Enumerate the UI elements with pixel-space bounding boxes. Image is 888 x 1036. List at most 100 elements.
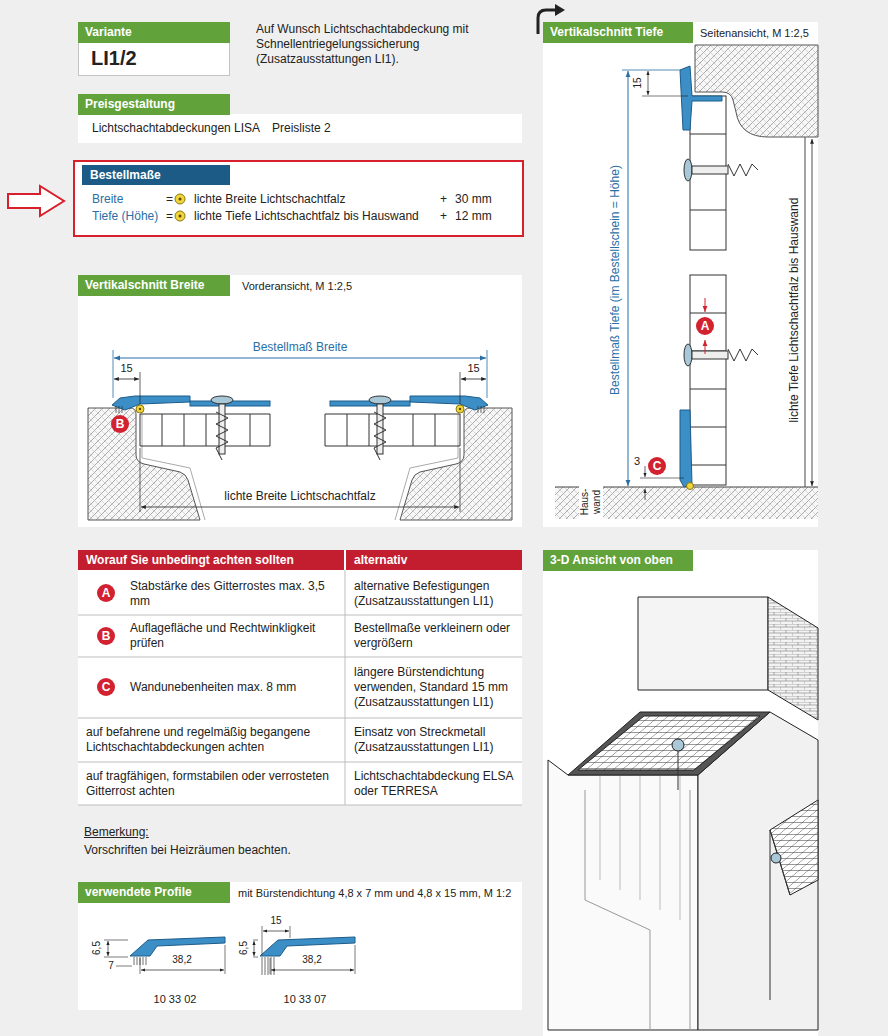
table-cell: auf tragfähigen, formstabilen oder verro… bbox=[86, 769, 340, 799]
depth-section-drawing bbox=[555, 45, 818, 519]
depth-section-drawing bbox=[692, 166, 728, 174]
dimension-value-cell: 38,2 bbox=[297, 954, 327, 967]
table-cell-cell: auf tragfähigen, formstabilen oder verro… bbox=[86, 762, 340, 805]
depth-section-drawing bbox=[687, 483, 694, 490]
table-cell-cell: alternative Befestigungen (Zusatzausstat… bbox=[354, 572, 518, 615]
depth-section-drawing bbox=[804, 137, 805, 487]
depth-section-drawing bbox=[690, 134, 726, 465]
depth-section-drawing bbox=[728, 349, 758, 361]
panel-subtitle: Vorderansicht, M 1:2,5 bbox=[242, 279, 518, 293]
dimension-name: Breite bbox=[92, 192, 123, 206]
width-section-drawing bbox=[140, 372, 460, 404]
profile-sections bbox=[130, 937, 225, 956]
panel-grounds bbox=[78, 882, 522, 1010]
panel-grounds bbox=[73, 160, 524, 237]
dimension-value: 30 mm bbox=[455, 192, 492, 206]
depth-section-drawing bbox=[705, 298, 706, 312]
table-cell: Einsatz von Streckmetall (Zusatzausstatt… bbox=[354, 725, 518, 755]
width-section-drawing bbox=[140, 448, 460, 512]
profile-sections bbox=[104, 940, 225, 974]
equals-sign: = bbox=[166, 192, 173, 206]
panel-subtitle: mit Bürstendichtung 4,8 x 7 mm und 4,8 x… bbox=[238, 886, 520, 900]
price-panel: PreisgestaltungLichtschachtabdeckungen L… bbox=[78, 94, 522, 143]
table-grid bbox=[78, 550, 344, 570]
table-header-cell: alternativ bbox=[354, 550, 518, 570]
depth-section-drawing bbox=[645, 489, 646, 500]
dimension-formula: lichte Tiefe Lichtschachtfalz bis Hauswa… bbox=[194, 209, 419, 223]
table-cell: Wandunebenheiten max. 8 mm bbox=[130, 680, 296, 695]
dimension-value: 15 bbox=[467, 362, 479, 376]
note-text: Auf Wunsch Lichtschachtabdeckung mit Sch… bbox=[256, 22, 488, 67]
dimension-value: 15 bbox=[270, 915, 281, 928]
table-cell-cell: Einsatz von Streckmetall (Zusatzausstatt… bbox=[354, 718, 518, 762]
dimension-formula: lichte Breite Lichtschachtfalz bbox=[194, 192, 345, 206]
isometric-view bbox=[548, 597, 818, 1030]
turn-arrow-head bbox=[555, 4, 565, 16]
remark-text-cell: Vorschriften bei Heizräumen beachten. bbox=[84, 842, 384, 858]
depth-section-drawing bbox=[684, 344, 692, 366]
measure-point-symbol bbox=[175, 194, 185, 204]
table-cell: alternative Befestigungen (Zusatzausstat… bbox=[354, 579, 518, 609]
dimension-value-cell: 15 bbox=[460, 362, 487, 376]
panel-header: 3-D Ansicht von oben bbox=[543, 550, 693, 571]
table-cell: Auflagefläche und Rechtwinkligkeit prüfe… bbox=[130, 621, 340, 651]
panel-grounds bbox=[73, 22, 818, 1036]
dimension-value-cell: 7 bbox=[106, 960, 116, 973]
isometric-view bbox=[678, 751, 679, 790]
depth-section-drawing bbox=[628, 71, 629, 486]
depth-section-drawing bbox=[684, 159, 692, 181]
dimension-label-cell: lichte Breite Lichtschachtfalz bbox=[200, 489, 400, 504]
remark-heading-cell: Bemerkung: bbox=[84, 824, 284, 840]
dimension-value: 38,2 bbox=[172, 954, 191, 967]
dimension-value: 6,5 bbox=[91, 939, 103, 957]
width-section-drawing bbox=[369, 396, 391, 404]
depth-section-drawing bbox=[642, 96, 688, 97]
panel-header: Vertikalschnitt Breite bbox=[78, 275, 230, 296]
dimension-name: Tiefe (Höhe) bbox=[92, 209, 158, 223]
panel-grounds bbox=[78, 275, 522, 527]
depth-section-drawing bbox=[812, 139, 813, 486]
profile-sections bbox=[141, 970, 224, 971]
dimension-label: lichte Tiefe Lichtschachtfalz bis Hauswa… bbox=[787, 196, 801, 425]
order-size-header: Bestellmaße bbox=[82, 165, 230, 185]
article-number: 10 33 02 bbox=[154, 993, 197, 1007]
callout-letter: B bbox=[111, 415, 129, 433]
width-section-drawing bbox=[136, 405, 144, 413]
profile-sections bbox=[104, 926, 355, 975]
measure-point-symbol bbox=[175, 194, 185, 221]
note-text-cell: Auf Wunsch Lichtschachtabdeckung mit Sch… bbox=[256, 18, 488, 70]
width-section-drawing bbox=[461, 379, 486, 380]
depth-section-drawing bbox=[645, 466, 646, 477]
isometric-view bbox=[768, 597, 818, 720]
depth-section-drawing bbox=[695, 45, 818, 137]
price-list: Preisliste 2 bbox=[272, 121, 331, 135]
variant-box: VarianteLI1/2 bbox=[78, 22, 230, 75]
plus-sign: + bbox=[440, 192, 447, 206]
table-cell-cell: Auflagefläche und Rechtwinkligkeit prüfe… bbox=[130, 615, 340, 657]
plus-sign: + bbox=[440, 209, 447, 223]
price-text: Lichtschachtabdeckungen LISA bbox=[92, 121, 260, 135]
depth-section-drawing bbox=[692, 351, 728, 359]
isometric-view bbox=[770, 830, 790, 1000]
dimension-value: 7 bbox=[108, 960, 114, 973]
dimension-value-cell: 15 bbox=[266, 915, 286, 928]
depth-section-drawing bbox=[690, 275, 726, 485]
isometric-view bbox=[638, 597, 768, 690]
table-header-cell: Worauf Sie unbedingt achten sollten bbox=[86, 550, 342, 570]
isometric-view bbox=[672, 739, 684, 751]
dimension-value: 15 bbox=[120, 362, 132, 376]
profile-sections bbox=[254, 941, 255, 956]
dimension-value-cell: 15 bbox=[113, 362, 140, 376]
width-section-drawing bbox=[400, 408, 512, 520]
dimension-value: 3 bbox=[634, 455, 640, 469]
table-cell: auf befahrene und regelmäßig begangene L… bbox=[86, 725, 340, 755]
width-section-drawing bbox=[142, 414, 458, 520]
callout-letter: C bbox=[648, 457, 666, 475]
dimension-label: Bestellmaß Tiefe (im Bestellschein = Höh… bbox=[608, 163, 622, 397]
variant-header: Variante bbox=[78, 22, 230, 43]
profile-sections bbox=[260, 937, 355, 956]
dimension-value: 12 mm bbox=[455, 209, 492, 223]
callout-letter: C bbox=[97, 678, 115, 696]
